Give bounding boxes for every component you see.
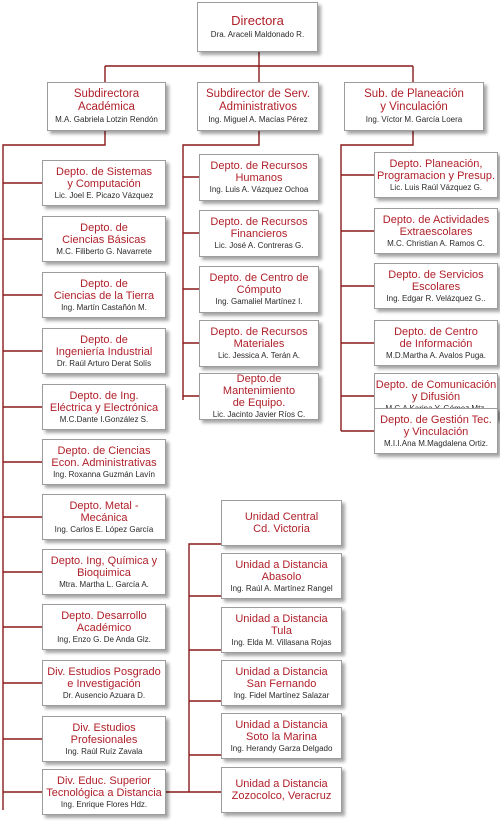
box-holder-name: Dr. Raúl Arturo Derat Solís [56,358,152,368]
box-holder-name: M.I.I.Ana M.Magdalena Ortiz. [383,438,489,448]
box-title: Div. Estudios Posgrado e Investigación [47,665,161,690]
box-holder-name: M.C. Filiberto G. Navarrete [56,246,152,256]
box-title: Depto. Ing, Química y Bioquimica [50,554,158,579]
box-title: Depto. Metal - Mecánica [69,499,139,524]
box-title: Unidad a Distancia Tula [235,612,328,637]
academic-dept-box: Div. Educ. Superior Tecnológica a Distan… [42,769,166,815]
box-holder-name: Dra. Araceli Maldonado R. [210,29,305,39]
box-holder-name: Mtra. Martha L. García A. [59,579,149,589]
box-holder-name: M.A. Gabriela Lotzin Rendón [55,114,158,124]
box-title: Sub. de Planeación y Vinculación [364,88,464,114]
box-title: Depto. de Recursos Materiales [210,326,308,351]
box-holder-name: Ing. Miguel A. Macías Pérez [208,114,308,124]
unit-box: Unidad a Distancia Zozocolco, Veracruz [221,767,342,813]
box-title: Depto. de Recursos Humanos [210,160,308,185]
planning-dept-box: Depto. Planeación, Programacion y Presup… [374,152,498,198]
box-title: Depto. de Gestión Tec. y Vinculación [380,413,492,438]
box-holder-name: Lic. Jacinto Javier Ríos C. [212,410,306,420]
box-title: Depto. de Centro de Información [394,325,478,350]
box-title: Div. Estudios Profesionales [70,721,138,746]
box-holder-name: Ing. Víctor M. García Loera [365,114,463,124]
box-title: Depto. Desarrollo Académico [61,609,147,634]
box-holder-name: Lic. Luis Raúl Vázquez G. [389,182,483,192]
box-holder-name: Ing. Carlos E. López García [54,524,154,534]
box-holder-name: Ing. Raúl A. Martínez Rangel [230,583,333,593]
box-holder-name: Ing. Edgar R. Velázquez G.. [386,293,486,303]
box-title: Depto. de Servicios Escolares [388,268,484,293]
box-holder-name: Dr. Ausencio Azuara D. [62,690,146,700]
box-holder-name: Lic. Jessica A. Terán A. [217,351,301,361]
box-title: Unidad Central Cd. Victoria [244,510,319,535]
box-holder-name: Ing. Enrique Flores Hdz. [60,799,148,809]
box-title: Subdirectora Académica [73,88,140,114]
box-title: Depto. de Centro de Cómputo [209,272,309,297]
box-holder-name: Ing. Luis A. Vázquez Ochoa [209,185,309,195]
box-title: Unidad a Distancia San Fernando [235,665,328,690]
box-title: Depto.de Mantenimiento de Equipo. [222,373,296,410]
box-title: Depto. de Recursos Financieros [210,216,308,241]
box-title: Depto. de Ing. Eléctrica y Electrónica [49,389,159,414]
box-title: Depto. de Ciencias Econ. Administrativas [51,444,157,469]
box-holder-name: Lic. Joel E. Picazo Vázquez [54,190,154,200]
box-holder-name: Ing. Raúl Ruíz Zavala [65,746,143,756]
box-title: Depto. de Ingeniería Industrial [55,333,153,358]
box-title: Unidad a Distancia Soto la Marina [235,718,328,743]
box-title: Subdirector de Serv. Administrativos [206,88,310,114]
box-holder-name: M.D.Martha A. Avalos Puga. [386,350,486,360]
box-holder-name: Ing, Enzo G. De Anda Glz. [57,634,151,644]
box-holder-name: Ing. Martín Castañón M. [61,302,147,312]
academic-dept-box: Depto. de Ciencias Econ. Administrativas… [42,439,166,485]
box-holder-name: Ing. Elda M. Villasana Rojas [231,637,332,647]
admin-dept-box: Depto.de Mantenimiento de Equipo.Lic. Ja… [199,373,319,420]
box-title: Div. Educ. Superior Tecnológica a Distan… [46,774,162,799]
box-holder-name: Lic. José A. Contreras G. [214,241,304,251]
box-title: Depto. de Actividades Extraescolares [382,213,490,238]
box-title: Unidad a Distancia Abasolo [235,558,328,583]
box-holder-name: Ing. Fidel Martínez Salazar [233,690,330,700]
box-title: Depto. Planeación, Programacion y Presup… [377,157,495,182]
box-holder-name: Ing. Roxanna Guzmán Lavín [53,469,155,479]
box-holder-name: M.C.Dante I.González S. [59,414,149,424]
box-holder-name: Ing. Herandy Garza Delgado [230,743,333,753]
box-title: Depto. de Comunicación y Difusión [375,378,497,403]
box-title: Depto. de Ciencias de la Tierra [53,277,155,302]
unit-box: Unidad Central Cd. Victoria [221,500,342,546]
box-title: Directora [231,13,284,29]
box-holder-name: Ing. Gamaliel Martínez I. [215,297,303,307]
box-title: Depto. de Sistemas y Computación [56,165,152,190]
box-title: Depto. de Ciencias Básicas [62,221,146,246]
box-title: Unidad a Distancia Zozocolco, Veracruz [231,777,332,802]
box-holder-name: M.C. Christian A. Ramos C. [387,238,485,248]
